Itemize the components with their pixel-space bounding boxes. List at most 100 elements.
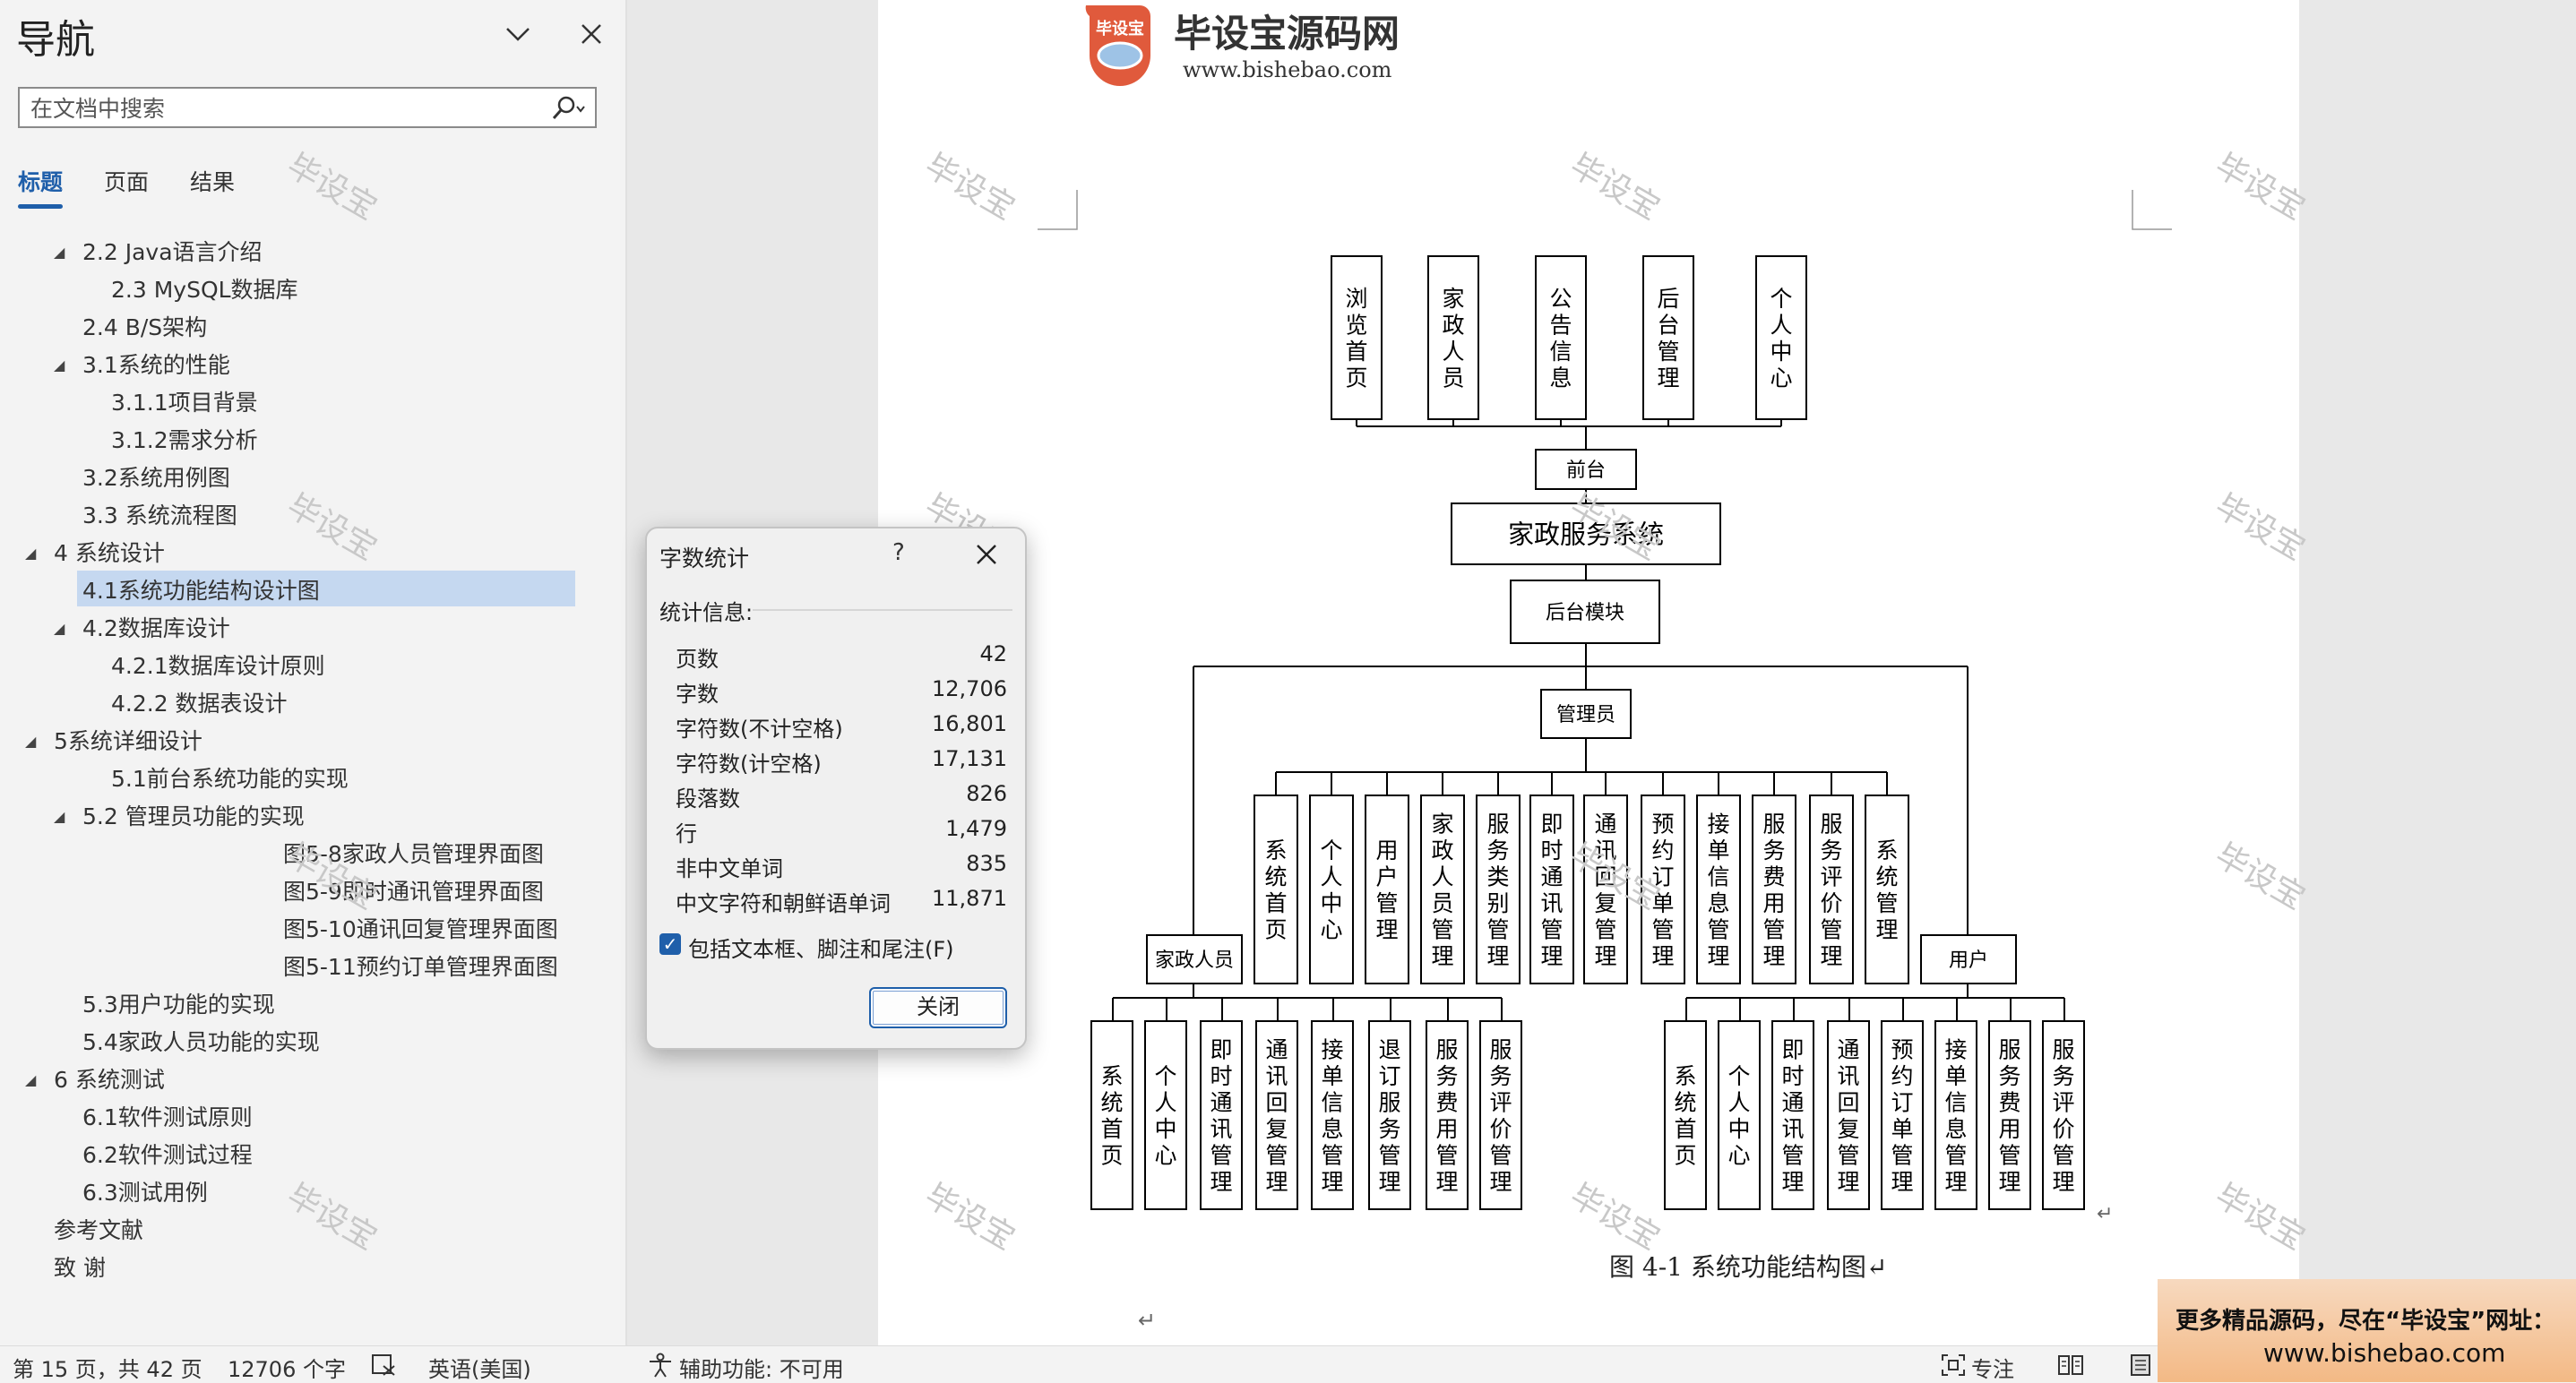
nav-heading-item[interactable]: 图5-8家政人员管理界面图 (0, 837, 591, 872)
nav-heading-item[interactable]: 6.2软件测试过程 (0, 1138, 591, 1173)
nav-heading-item[interactable]: ◢5系统详细设计 (0, 724, 591, 760)
staff-module-box (1479, 1020, 1522, 1210)
focus-icon[interactable] (1941, 1353, 1966, 1377)
stat-label: 中文字符和朝鲜语单词 (676, 891, 891, 916)
ad-banner[interactable]: 更多精品源码，尽在“毕设宝”网址： www.bishebao.com (2158, 1279, 2576, 1382)
stat-label: 字符数(计空格) (676, 752, 822, 777)
dialog-titlebar[interactable]: 字数统计 ? (647, 528, 1025, 582)
nav-heading-item[interactable]: ◢6 系统测试 (0, 1062, 591, 1098)
admin-module-box (1254, 795, 1298, 984)
nav-heading-item[interactable]: 6.1软件测试原则 (0, 1100, 591, 1136)
admin-module-label: 服务费用管理 (1762, 811, 1785, 969)
include-textboxes-checkbox[interactable]: ✓ (659, 933, 681, 955)
nav-heading-item[interactable]: 5.3用户功能的实现 (0, 987, 591, 1023)
expand-triangle-icon[interactable]: ◢ (54, 808, 65, 825)
staff-module-box (1090, 1020, 1133, 1210)
nav-heading-item[interactable]: 图5-10通讯回复管理界面图 (0, 912, 591, 948)
read-mode-icon[interactable] (2057, 1353, 2084, 1377)
nav-heading-item[interactable]: ◢4.2数据库设计 (0, 611, 591, 647)
nav-heading-item[interactable]: 3.1.1项目背景 (0, 385, 591, 421)
staff-module-box (1426, 1020, 1469, 1210)
user-module-box (1718, 1020, 1761, 1210)
tab-headings[interactable]: 标题 (18, 169, 64, 195)
stat-label: 页数 (676, 647, 719, 672)
nav-heading-label: 2.2 Java语言介绍 (82, 239, 263, 265)
nav-heading-item[interactable]: 4.2.2 数据表设计 (0, 686, 591, 722)
front-module-label: 个人中心 (1770, 286, 1792, 391)
admin-module-label: 服务评价管理 (1820, 811, 1842, 969)
nav-heading-item[interactable]: 3.3 系统流程图 (0, 498, 591, 534)
bishebao-logo: 毕设宝 毕设宝源码网 www.bishebao.com (1085, 5, 1400, 86)
close-icon[interactable] (573, 16, 609, 52)
nav-heading-label: 4.2.1数据库设计原则 (111, 653, 325, 679)
accessibility-icon[interactable] (647, 1353, 674, 1378)
nav-heading-label: 5.4家政人员功能的实现 (82, 1029, 320, 1055)
nav-heading-label: 图5-10通讯回复管理界面图 (283, 916, 558, 942)
nav-heading-item[interactable]: 参考文献 (0, 1213, 591, 1249)
admin-module-label: 服务类别管理 (1486, 811, 1509, 969)
nav-heading-item[interactable]: 图5-9即时通讯管理界面图 (0, 874, 591, 910)
nav-title: 导航 (16, 17, 95, 63)
document-page[interactable]: 毕设宝 毕设宝源码网 www.bishebao.com 浏览首页家政人员公告信息… (878, 0, 2311, 1345)
nav-heading-item[interactable]: 致 谢 (0, 1250, 591, 1286)
tab-results[interactable]: 结果 (190, 169, 236, 195)
nav-heading-item[interactable]: ◢4 系统设计 (0, 536, 591, 571)
nav-heading-item[interactable]: 3.1.2需求分析 (0, 423, 591, 459)
svg-text:↵: ↵ (2097, 1203, 2113, 1225)
staff-module-label: 退订服务管理 (1378, 1036, 1400, 1195)
user-module-box (2042, 1020, 2085, 1210)
logo-title: 毕设宝源码网 (1174, 12, 1400, 56)
search-input[interactable] (29, 92, 534, 125)
nav-heading-label: 3.3 系统流程图 (82, 503, 237, 528)
nav-heading-item[interactable]: 4.2.1数据库设计原则 (0, 649, 591, 684)
admin-module-box (1865, 795, 1909, 984)
accessibility-status[interactable]: 辅助功能: 不可用 (679, 1357, 844, 1382)
print-layout-icon[interactable] (2127, 1353, 2154, 1377)
expand-triangle-icon[interactable]: ◢ (25, 545, 37, 562)
tab-pages[interactable]: 页面 (104, 169, 150, 195)
nav-heading-item[interactable]: 6.3测试用例 (0, 1175, 591, 1211)
admin-node-label: 管理员 (1556, 704, 1615, 726)
user-module-label: 通讯回复管理 (1837, 1036, 1859, 1195)
nav-heading-label: 6.1软件测试原则 (82, 1104, 253, 1130)
nav-heading-item[interactable]: 2.4 B/S架构 (0, 310, 591, 346)
admin-module-label: 家政人员管理 (1431, 811, 1453, 969)
search-box[interactable] (18, 87, 597, 128)
expand-triangle-icon[interactable]: ◢ (54, 620, 65, 637)
nav-heading-item[interactable]: ◢5.2 管理员功能的实现 (0, 799, 591, 835)
expand-triangle-icon[interactable]: ◢ (25, 1071, 37, 1088)
nav-heading-item[interactable]: 2.3 MySQL数据库 (0, 272, 591, 308)
search-icon[interactable] (543, 94, 590, 123)
expand-triangle-icon[interactable]: ◢ (25, 733, 37, 750)
word-count-indicator[interactable]: 12706 个字 (228, 1357, 346, 1382)
language-indicator[interactable]: 英语(美国) (428, 1357, 531, 1382)
stat-value: 826 (966, 781, 1007, 806)
chevron-down-icon[interactable] (500, 16, 536, 52)
ad-url[interactable]: www.bishebao.com (2263, 1338, 2506, 1368)
stat-label: 行 (676, 821, 697, 846)
page-indicator[interactable]: 第 15 页，共 42 页 (13, 1357, 202, 1382)
close-button[interactable]: 关闭 (869, 987, 1007, 1028)
include-textboxes-label[interactable]: 包括文本框、脚注和尾注(F) (688, 937, 954, 962)
help-button[interactable]: ? (892, 539, 905, 566)
nav-heading-item[interactable]: ◢ 2.2 Java语言介绍 (0, 235, 591, 271)
stat-label: 字数 (676, 682, 719, 707)
user-module-label: 系统首页 (1674, 1063, 1696, 1169)
nav-heading-item[interactable]: 5.1前台系统功能的实现 (0, 761, 591, 797)
focus-button[interactable]: 专注 (1971, 1357, 2014, 1382)
nav-heading-item[interactable]: ◢ 3.1系统的性能 (0, 348, 591, 383)
nav-heading-label: 3.1系统的性能 (82, 352, 230, 378)
nav-heading-item[interactable]: 4.1系统功能结构设计图 (0, 573, 591, 609)
expand-triangle-icon[interactable]: ◢ (54, 356, 65, 374)
proofing-icon[interactable] (371, 1353, 398, 1377)
expand-triangle-icon[interactable]: ◢ (54, 244, 65, 261)
front-module-box (1331, 255, 1383, 420)
nav-heading-item[interactable]: 5.4家政人员功能的实现 (0, 1025, 591, 1061)
nav-heading-item[interactable]: 图5-11预约订单管理界面图 (0, 949, 591, 985)
stat-row: 字符数(不计空格)16,801 (676, 711, 1007, 743)
close-icon[interactable] (971, 539, 1002, 570)
nav-heading-item[interactable]: 3.2系统用例图 (0, 460, 591, 496)
